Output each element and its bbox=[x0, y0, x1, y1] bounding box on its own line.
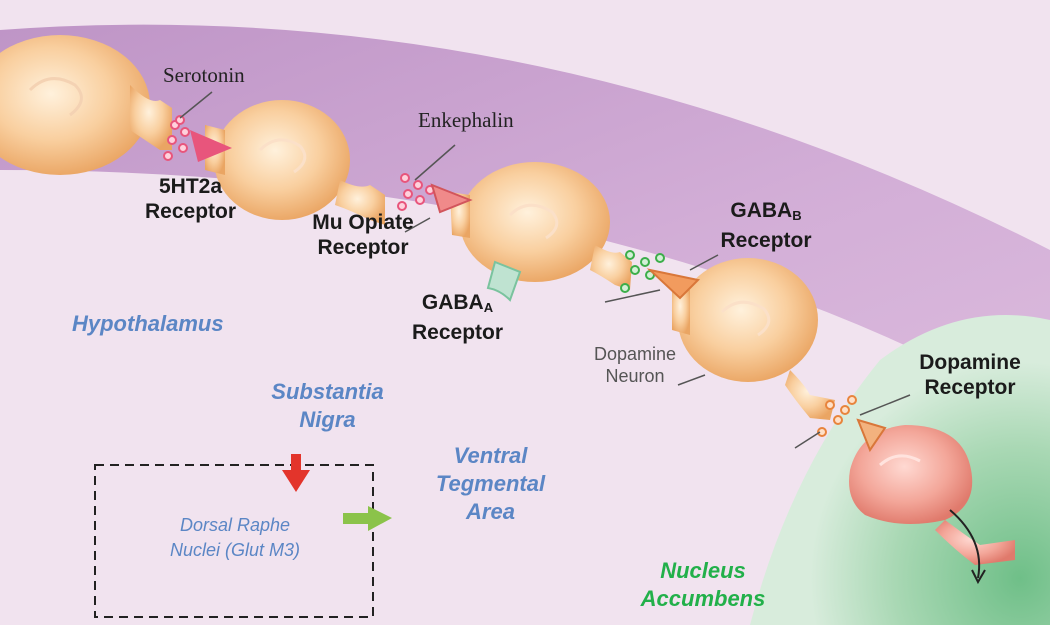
dopamine-receptor-line1: Dopamine bbox=[919, 351, 1021, 374]
gaba-b-receptor-shape bbox=[646, 268, 701, 300]
mu-opiate-line1: Mu Opiate bbox=[312, 211, 414, 234]
neuron-4-dopamine bbox=[672, 258, 835, 420]
5ht2a-line1: 5HT2a bbox=[158, 175, 223, 198]
dopamine-neuron-line1: Dopamine bbox=[593, 344, 677, 364]
gaba-a-receptor-shape bbox=[486, 260, 522, 302]
mu-opiate-receptor-shape bbox=[430, 183, 473, 214]
dopamine-receptor-line2: Receptor bbox=[924, 376, 1016, 399]
substantia-nigra-line1: Substantia bbox=[271, 379, 384, 404]
gaba-a-sub: A bbox=[483, 300, 494, 315]
gaba-b-receptor-label: GABAB Receptor bbox=[706, 198, 826, 253]
5ht2a-line2: Receptor bbox=[144, 200, 237, 223]
dorsal-raphe-box bbox=[94, 464, 374, 618]
nucleus-accumbens-line2: Accumbens bbox=[640, 586, 766, 611]
dopamine-receptor-label: Dopamine Receptor bbox=[900, 350, 1040, 400]
hypothalamus-label: Hypothalamus bbox=[72, 311, 224, 336]
dopamine-receptor-shape bbox=[856, 418, 887, 453]
neuron-1 bbox=[0, 35, 172, 175]
gaba-b-sub: B bbox=[792, 208, 802, 223]
enkephalin-label: Enkephalin bbox=[418, 108, 514, 132]
gaba-b-line2: Receptor bbox=[720, 229, 812, 252]
neuron-3 bbox=[450, 162, 632, 290]
gaba-a-line2: Receptor bbox=[411, 321, 504, 344]
serotonin-vesicles bbox=[163, 115, 190, 161]
gaba-b-main: GABA bbox=[730, 199, 793, 222]
enkephalin-vesicles bbox=[397, 173, 435, 211]
ventral-tegmental-area-label: Ventral Tegmental Area bbox=[408, 442, 573, 526]
substantia-nigra-line2: Nigra bbox=[299, 407, 356, 432]
neuron-5-accumbens bbox=[849, 425, 1015, 585]
dopamine-neuron-label: Dopamine Neuron bbox=[575, 343, 695, 387]
vta-line3: Area bbox=[466, 499, 515, 524]
gaba-a-receptor-label: GABAA Receptor bbox=[395, 290, 520, 345]
green-right-arrow bbox=[343, 506, 392, 531]
dopamine-vesicles bbox=[817, 395, 857, 437]
vta-line2: Tegmental bbox=[435, 471, 546, 496]
5ht2a-receptor-shape bbox=[190, 130, 232, 162]
leader-lines bbox=[179, 91, 911, 449]
vta-line1: Ventral bbox=[453, 443, 528, 468]
mu-opiate-receptor-label: Mu Opiate Receptor bbox=[298, 210, 428, 260]
dorsal-raphe-line2: Nuclei (Glut M3) bbox=[169, 540, 301, 560]
nucleus-accumbens-label: Nucleus Accumbens bbox=[608, 557, 798, 613]
dorsal-raphe-line1: Dorsal Raphe bbox=[179, 515, 291, 535]
nucleus-accumbens-line1: Nucleus bbox=[660, 558, 746, 583]
dopamine-neuron-line2: Neuron bbox=[605, 366, 665, 386]
gaba-a-main: GABA bbox=[421, 291, 484, 314]
serotonin-label: Serotonin bbox=[163, 63, 245, 87]
neuron-2 bbox=[205, 100, 385, 225]
5ht2a-receptor-label: 5HT2a Receptor bbox=[133, 174, 248, 224]
red-down-arrow bbox=[282, 454, 310, 492]
mu-opiate-line2: Receptor bbox=[317, 236, 409, 259]
substantia-nigra-label: Substantia Nigra bbox=[240, 378, 415, 434]
dorsal-raphe-label: Dorsal Raphe Nuclei (Glut M3) bbox=[120, 513, 350, 563]
